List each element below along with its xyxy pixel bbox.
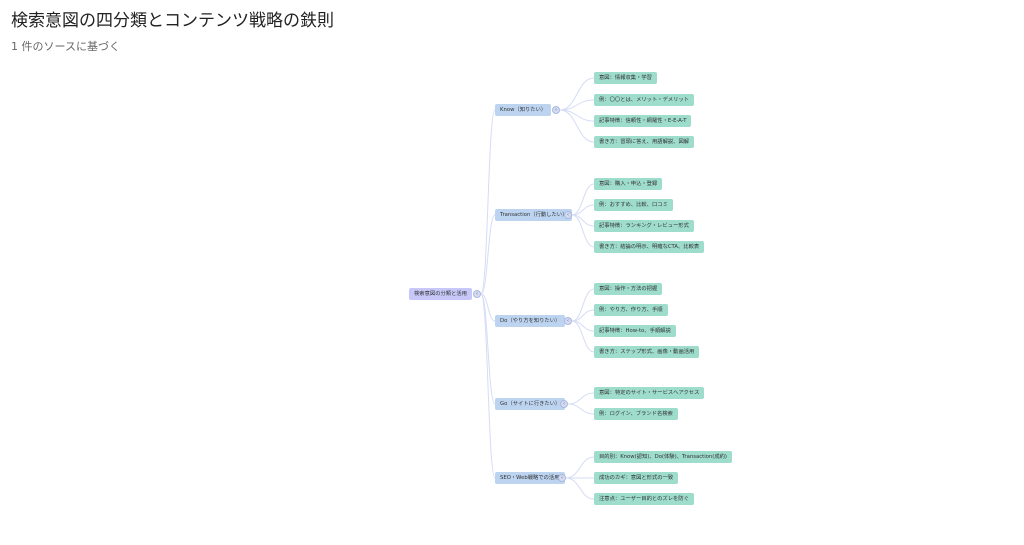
leaf-node[interactable]: 書き方：冒頭に答え、用語解説、図解 (594, 136, 695, 148)
leaf-node[interactable]: 書き方：結論の明示、明確なCTA、比較表 (594, 241, 705, 253)
collapse-toggle-branch[interactable]: ‹ (560, 400, 568, 408)
branch-node[interactable]: Do（やり方を知りたい） (495, 315, 566, 327)
connector-line (480, 109, 496, 295)
connector-line (480, 214, 496, 295)
connector-line (559, 109, 595, 143)
branch-node[interactable]: SEO・Web戦略での活用 (495, 472, 565, 484)
leaf-node[interactable]: 記事特徴：ランキング・レビュー形式 (594, 220, 694, 232)
collapse-toggle-branch[interactable]: ‹ (558, 474, 566, 482)
page-title: 検索意図の四分類とコンテンツ戦略の鉄則 (11, 11, 334, 31)
connector-line (571, 214, 595, 248)
leaf-node[interactable]: 意図：購入・申込・登録 (594, 178, 663, 190)
connector-line (565, 477, 595, 500)
connector-line (571, 183, 595, 216)
leaf-node[interactable]: 例：やり方、作り方、手順 (594, 304, 668, 316)
leaf-node[interactable]: 目的別：Know(認知)、Do(体験)、Transaction(成約) (594, 451, 732, 463)
leaf-node[interactable]: 注意点：ユーザー目的とのズレを防ぐ (594, 493, 694, 505)
connector-line (571, 204, 595, 216)
collapse-toggle-branch[interactable]: ‹ (564, 211, 572, 219)
leaf-node[interactable]: 記事特徴：How-to、手順解説 (594, 325, 676, 337)
leaf-node[interactable]: 意図：情報収集・学習 (594, 72, 657, 84)
connector-line (480, 293, 496, 322)
collapse-toggle-root[interactable]: ‹ (473, 290, 481, 298)
branch-node[interactable]: Go（サイトに行きたい） (495, 398, 566, 410)
connector-line (571, 309, 595, 322)
collapse-toggle-branch[interactable]: ‹ (564, 317, 572, 325)
leaf-node[interactable]: 意図：操作・方法の把握 (594, 283, 663, 295)
connector-line (559, 77, 595, 111)
root-node[interactable]: 検索意図の分類と活用 (409, 288, 472, 300)
collapse-toggle-branch[interactable]: ‹ (552, 106, 560, 114)
branch-node[interactable]: Transaction（行動したい） (495, 209, 573, 221)
connector-line (565, 456, 595, 479)
branch-node[interactable]: Know（知りたい） (495, 104, 552, 116)
source-count: 1 件のソースに基づく (11, 40, 120, 53)
connector-line (571, 320, 595, 353)
leaf-node[interactable]: 例：おすすめ、比較、口コミ (594, 199, 673, 211)
leaf-node[interactable]: 記事特徴：信頼性・網羅性・E-E-A-T (594, 115, 692, 127)
connector-line (571, 288, 595, 322)
connector-line (567, 392, 595, 405)
connector-line (567, 403, 595, 415)
connector-line (480, 293, 496, 479)
leaf-node[interactable]: 成功のカギ：意図と形式の一致 (594, 472, 679, 484)
leaf-node[interactable]: 例：ログイン、ブランド名検索 (594, 408, 678, 420)
leaf-node[interactable]: 書き方：ステップ形式、画像・動画活用 (594, 346, 700, 358)
leaf-node[interactable]: 意図：特定のサイト・サービスへアクセス (594, 387, 705, 399)
leaf-node[interactable]: 例：〇〇とは、メリット・デメリット (594, 94, 695, 106)
